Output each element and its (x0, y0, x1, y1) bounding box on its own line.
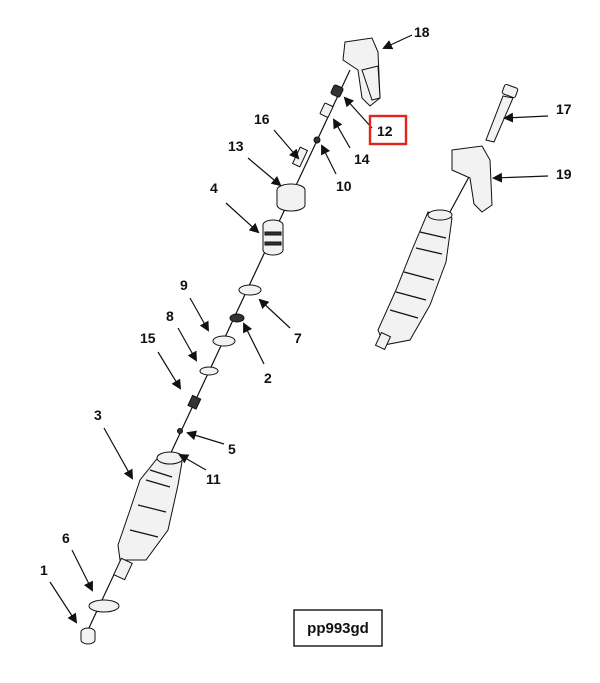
arrow-16 (273, 129, 300, 160)
callout-4: 4 (210, 180, 218, 196)
sleeve-part (276, 183, 306, 212)
washer-part (229, 313, 245, 323)
arrow-15 (157, 351, 182, 390)
arrow-7 (258, 298, 291, 329)
small-nut-part (330, 84, 344, 98)
callout-3: 3 (94, 407, 102, 423)
callout-1: 1 (40, 562, 48, 578)
callout-18: 18 (414, 24, 430, 40)
callout-6: 6 (62, 530, 70, 546)
leader-arrows (49, 34, 549, 624)
arrow-9 (189, 297, 209, 332)
arrow-14 (333, 118, 351, 149)
tip-cap-part (80, 627, 96, 645)
callout-12: 12 (377, 123, 393, 139)
figure-id-label: pp993gd (307, 620, 369, 637)
injector-body-part (113, 451, 184, 581)
o-ring-part-lower (88, 599, 120, 613)
callout-13: 13 (228, 138, 244, 154)
pin-part (291, 146, 309, 168)
arrow-18 (382, 34, 413, 50)
arrow-6 (71, 549, 93, 592)
callout-7: 7 (294, 330, 302, 346)
assembled-injector-part (374, 209, 453, 351)
figure-id-box (293, 609, 383, 647)
highlight-box-12 (368, 114, 408, 146)
callout-labels: 18 12 14 10 16 13 4 17 19 7 2 9 8 15 5 1… (40, 24, 572, 578)
callout-10: 10 (336, 178, 352, 194)
arrow-19 (492, 172, 549, 183)
arrow-4 (225, 202, 260, 234)
arrow-10 (321, 144, 337, 175)
ball-part (313, 136, 321, 144)
arrow-12 (343, 96, 373, 129)
spring-part (319, 102, 334, 118)
arrow-13 (247, 157, 282, 187)
callout-9: 9 (180, 277, 188, 293)
assembled-clamp-part (451, 145, 493, 213)
callout-5: 5 (228, 441, 236, 457)
clamp-part (342, 37, 381, 107)
callout-11: 11 (206, 471, 221, 487)
callout-16: 16 (254, 111, 270, 127)
ball-part-5 (177, 428, 183, 434)
arrow-5 (186, 430, 225, 445)
callout-2: 2 (264, 370, 272, 386)
ring-part-9 (212, 335, 236, 347)
washer-part-8 (199, 366, 219, 376)
arrow-11 (178, 454, 207, 471)
callout-15: 15 (140, 330, 156, 346)
arrow-8 (177, 327, 197, 362)
callout-14: 14 (354, 151, 370, 167)
arrow-1 (49, 581, 78, 624)
callout-19: 19 (556, 166, 572, 182)
spacer-part (187, 394, 202, 410)
o-ring-part-upper (238, 284, 262, 296)
arrow-3 (103, 427, 133, 480)
valve-part (262, 219, 284, 256)
callout-17: 17 (556, 101, 572, 117)
callout-8: 8 (166, 308, 174, 324)
arrow-17 (503, 112, 549, 123)
arrow-2 (243, 322, 265, 365)
bolt-part (485, 83, 519, 143)
